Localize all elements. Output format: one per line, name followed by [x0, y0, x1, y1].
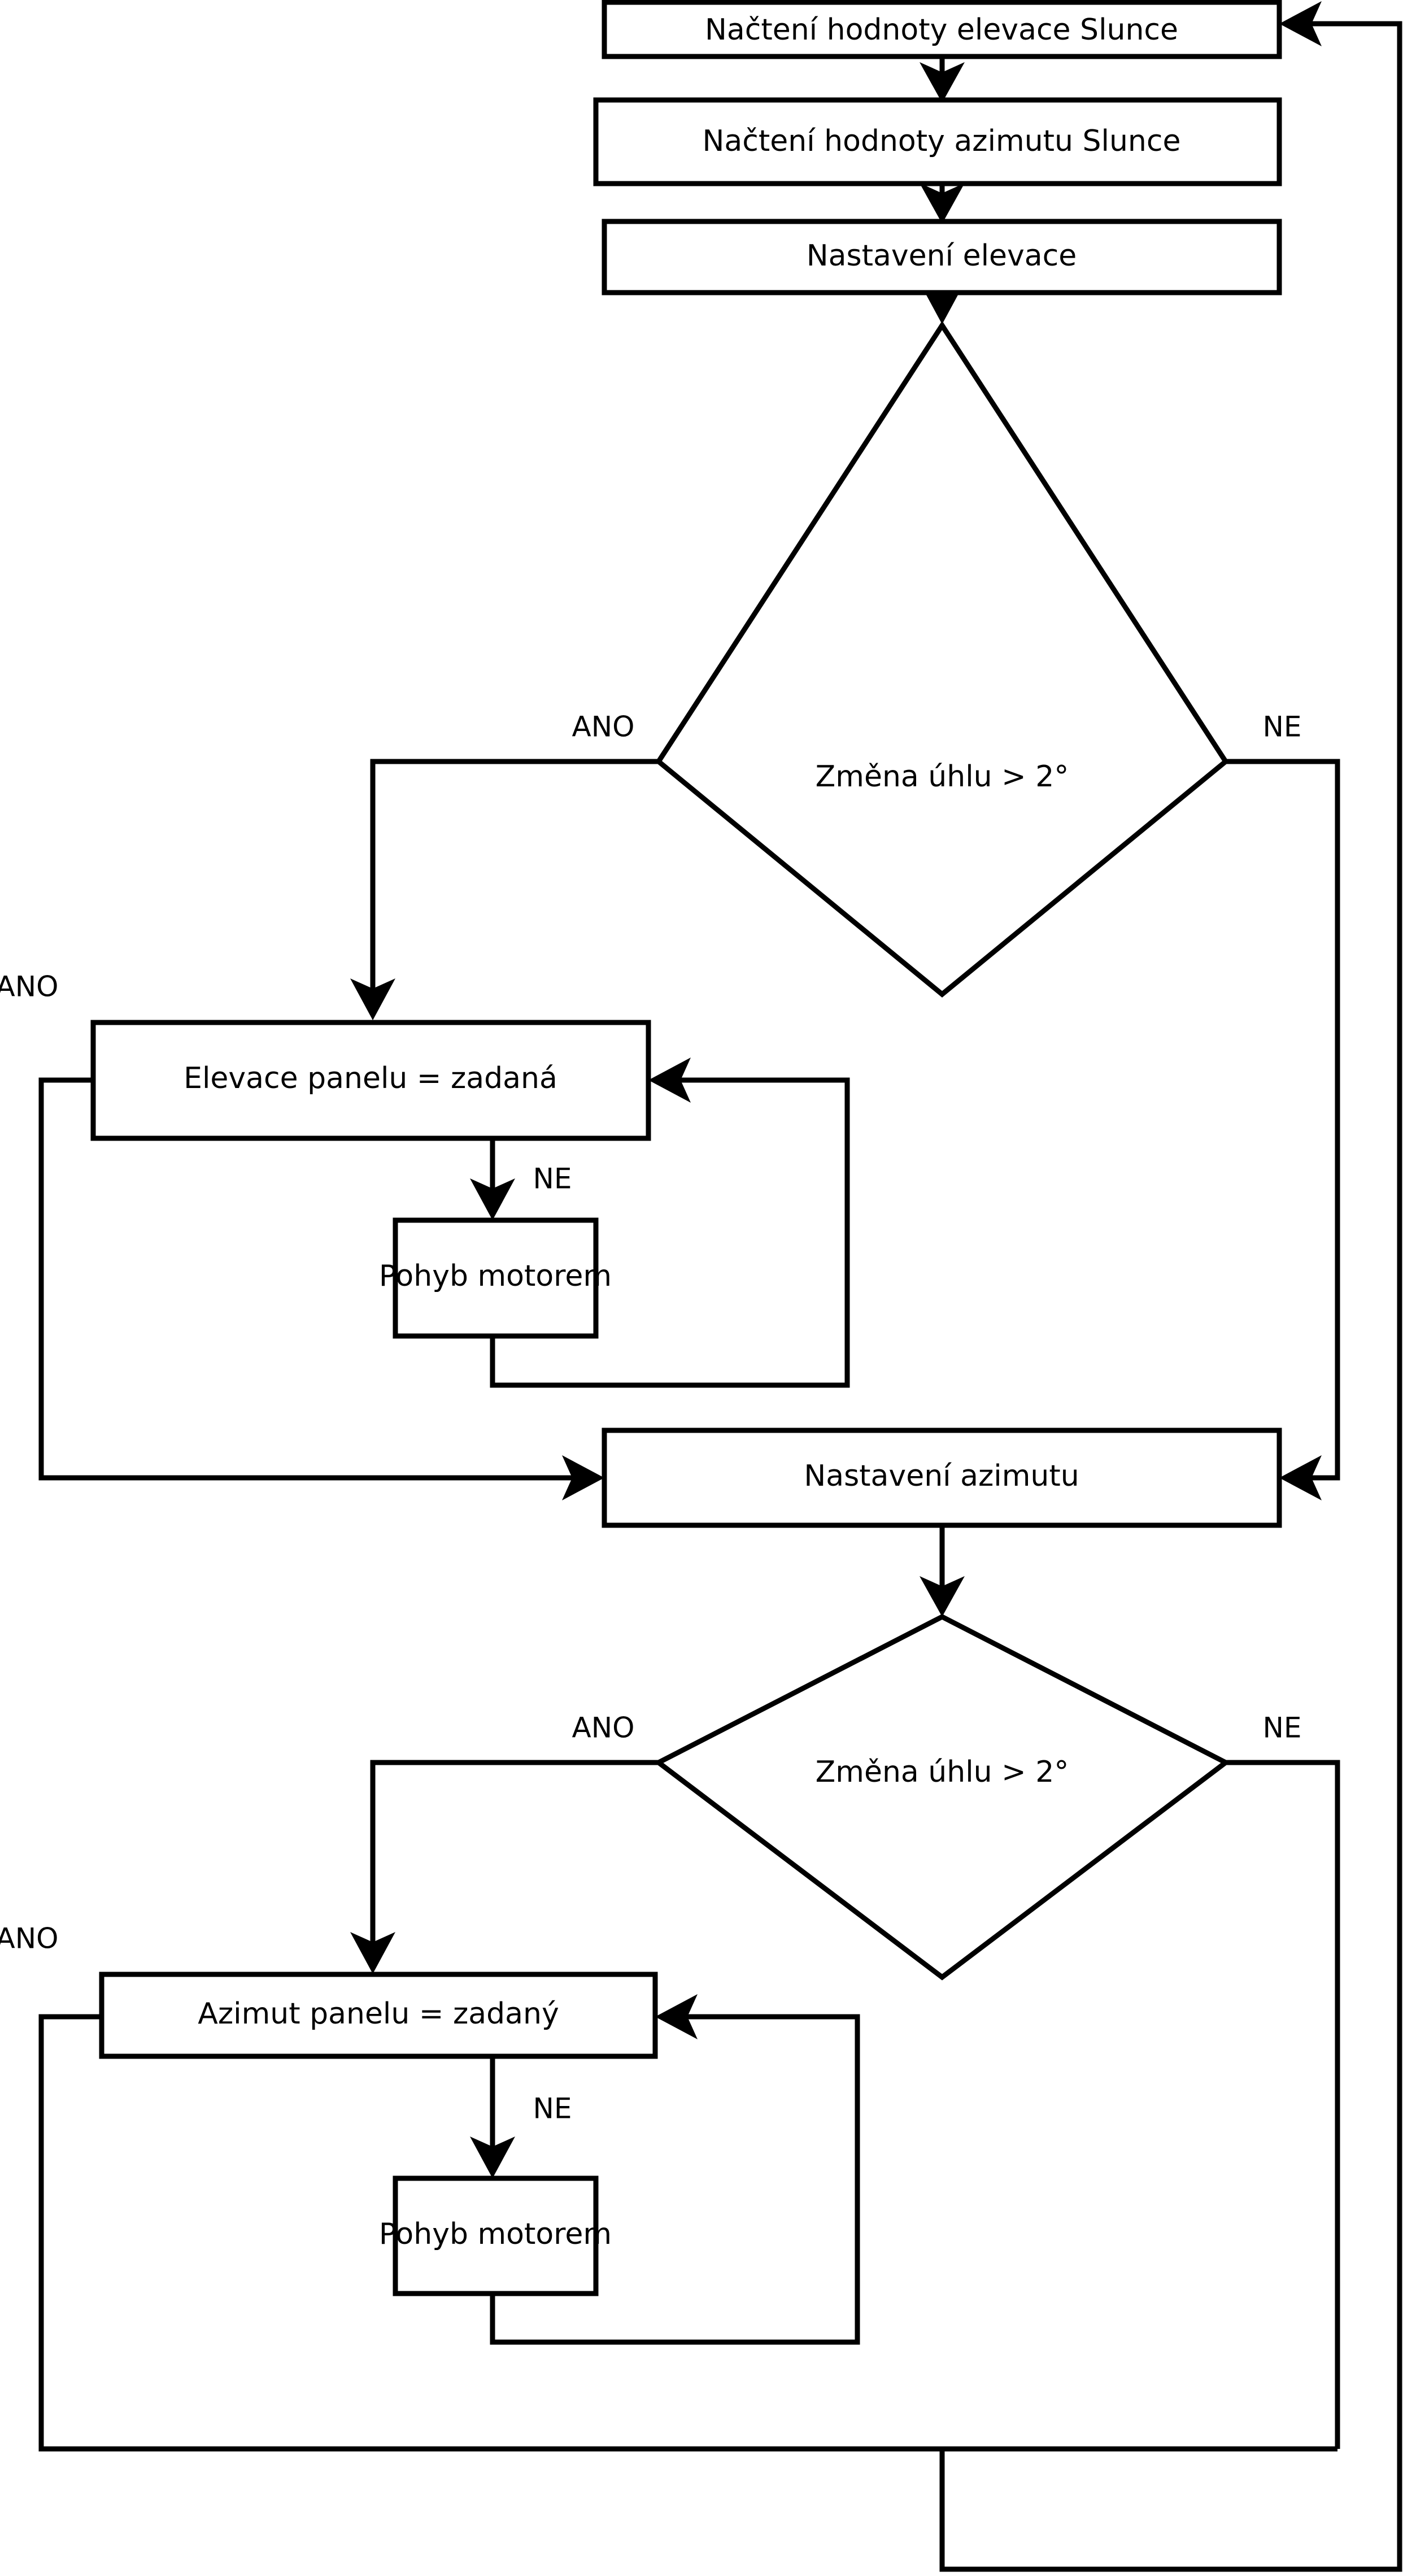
- node-label: Změna úhlu > 2°: [816, 760, 1069, 794]
- node-label: Pohyb motorem: [379, 2217, 612, 2251]
- edge-n6-to-d2: [920, 1525, 965, 1617]
- edge-label-d1-yes: ANO: [572, 711, 635, 743]
- node-azimut-panelu[interactable]: Azimut panelu = zadaný: [99, 1972, 658, 2059]
- node-label: Načtení hodnoty elevace Slunce: [705, 13, 1178, 47]
- edge-label-d2-yes: ANO: [572, 1712, 635, 1744]
- edge-n4-no-to-n5: [470, 1138, 515, 1220]
- edge-n8-to-n7: [490, 1994, 860, 2345]
- edge-d1-yes-to-n4: [350, 759, 659, 1020]
- node-label: Elevace panelu = zadaná: [184, 1061, 557, 1095]
- node-nacteni-elevace[interactable]: Načtení hodnoty elevace Slunce: [602, 0, 1282, 59]
- node-label: Pohyb motorem: [379, 1259, 612, 1293]
- node-nastaveni-azimutu[interactable]: Nastavení azimutu: [602, 1428, 1282, 1528]
- edge-n4-yes-to-n6: [38, 1077, 604, 1500]
- node-pohyb-motorem-azimut[interactable]: Pohyb motorem: [379, 2175, 612, 2296]
- node-nastaveni-elevace[interactable]: Nastavení elevace: [602, 219, 1282, 295]
- edge-d2-yes-to-n7: [350, 1760, 659, 1974]
- node-label: Nastavení azimutu: [804, 1459, 1079, 1493]
- edge-n7-no-to-n8: [470, 2056, 515, 2178]
- edge-d1-no-to-n6: [1226, 759, 1340, 1500]
- node-pohyb-motorem-elevace[interactable]: Pohyb motorem: [379, 1217, 612, 1339]
- edge-label-d1-no: NE: [1263, 711, 1302, 743]
- edge-label-n4-no: NE: [533, 1163, 572, 1195]
- node-decision-elevace[interactable]: Změna úhlu > 2°: [655, 320, 1229, 998]
- node-nacteni-azimutu[interactable]: Načtení hodnoty azimutu Slunce: [593, 97, 1282, 186]
- edge-label-d2-no: NE: [1263, 1712, 1302, 1744]
- node-label: Změna úhlu > 2°: [816, 1755, 1069, 1789]
- node-label: Nastavení elevace: [807, 239, 1077, 273]
- edge-label-n4-yes: ANO: [0, 971, 58, 1003]
- edge-return-to-start: [939, 1, 1402, 2572]
- edge-n1-to-n2: [920, 56, 965, 103]
- node-decision-azimut[interactable]: Změna úhlu > 2°: [653, 1613, 1231, 1981]
- edge-label-n7-yes: ANO: [0, 1922, 58, 1955]
- node-elevace-panelu[interactable]: Elevace panelu = zadaná: [90, 1020, 651, 1141]
- edge-n2-to-n3: [920, 183, 965, 224]
- edge-label-n7-no: NE: [533, 2092, 572, 2125]
- node-label: Azimut panelu = zadaný: [198, 1997, 559, 2031]
- edge-n5-to-n4: [490, 1058, 850, 1388]
- node-label: Načtení hodnoty azimutu Slunce: [703, 124, 1181, 158]
- edge-d2-no-to-n1: [1226, 1760, 1340, 2449]
- edge-n7-yes-to-n1: [38, 2014, 1337, 2452]
